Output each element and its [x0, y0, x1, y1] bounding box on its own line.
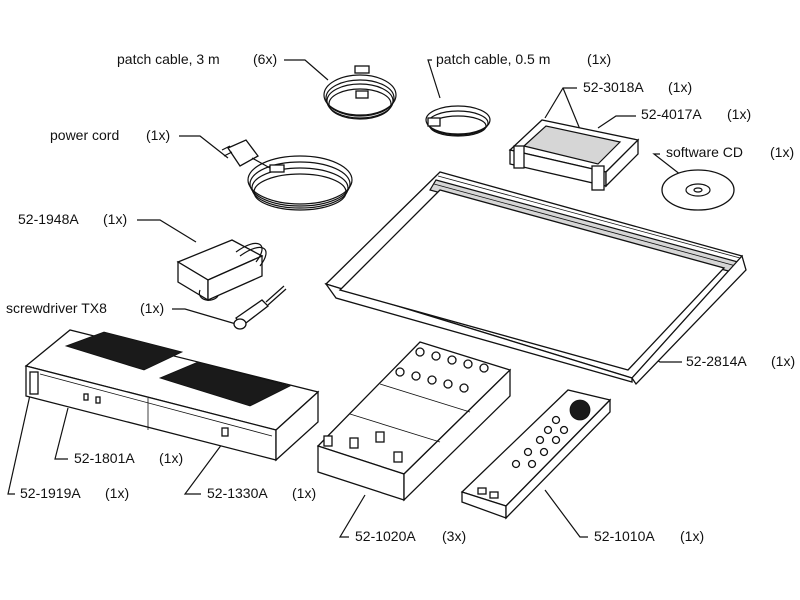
qty-power-cord: (1x)	[146, 127, 170, 143]
power-cord-coil	[221, 139, 353, 211]
qty-52-1801A: (1x)	[159, 450, 183, 466]
stand-52-2814A	[324, 171, 747, 386]
label-52-1801A: 52-1801A	[74, 450, 135, 466]
qty-software-cd: (1x)	[770, 144, 794, 160]
qty-52-2814A: (1x)	[771, 353, 795, 369]
label-screwdriver: screwdriver TX8	[6, 300, 107, 316]
label-software-cd: software CD	[666, 144, 743, 160]
qty-52-4017A: (1x)	[727, 106, 751, 122]
qty-52-3018A: (1x)	[668, 79, 692, 95]
leader-lines	[7, 59, 691, 538]
label-52-4017A: 52-4017A	[641, 106, 702, 122]
qty-patch-cable-3m: (6x)	[253, 51, 277, 67]
qty-52-1919A: (1x)	[105, 485, 129, 501]
qty-52-1330A: (1x)	[292, 485, 316, 501]
label-power-cord: power cord	[50, 127, 119, 143]
qty-52-1020A: (3x)	[442, 528, 466, 544]
controller-52-1010A	[460, 389, 612, 520]
rack-unit-52-1330A	[24, 329, 320, 462]
label-52-1010A: 52-1010A	[594, 528, 655, 544]
power-supply-52-1948A	[176, 239, 267, 302]
label-patch-cable-3m: patch cable, 3 m	[117, 51, 220, 67]
label-patch-cable-05m: patch cable, 0.5 m	[436, 51, 550, 67]
mixer-modules-52-1020A	[316, 341, 512, 502]
patch-cable-05m-coil	[425, 105, 491, 137]
screwdriver-tx8	[233, 285, 287, 330]
label-52-3018A: 52-3018A	[583, 79, 644, 95]
patch-cable-3m-coil	[323, 65, 397, 120]
qty-screwdriver: (1x)	[140, 300, 164, 316]
label-52-1919A: 52-1919A	[20, 485, 81, 501]
label-52-1948A: 52-1948A	[18, 211, 79, 227]
label-52-1330A: 52-1330A	[207, 485, 268, 501]
qty-52-1948A: (1x)	[103, 211, 127, 227]
qty-52-1010A: (1x)	[680, 528, 704, 544]
qty-patch-cable-05m: (1x)	[587, 51, 611, 67]
bracket-52-4017A	[508, 119, 640, 191]
label-52-2814A: 52-2814A	[686, 353, 747, 369]
software-cd	[661, 169, 735, 211]
label-52-1020A: 52-1020A	[355, 528, 416, 544]
